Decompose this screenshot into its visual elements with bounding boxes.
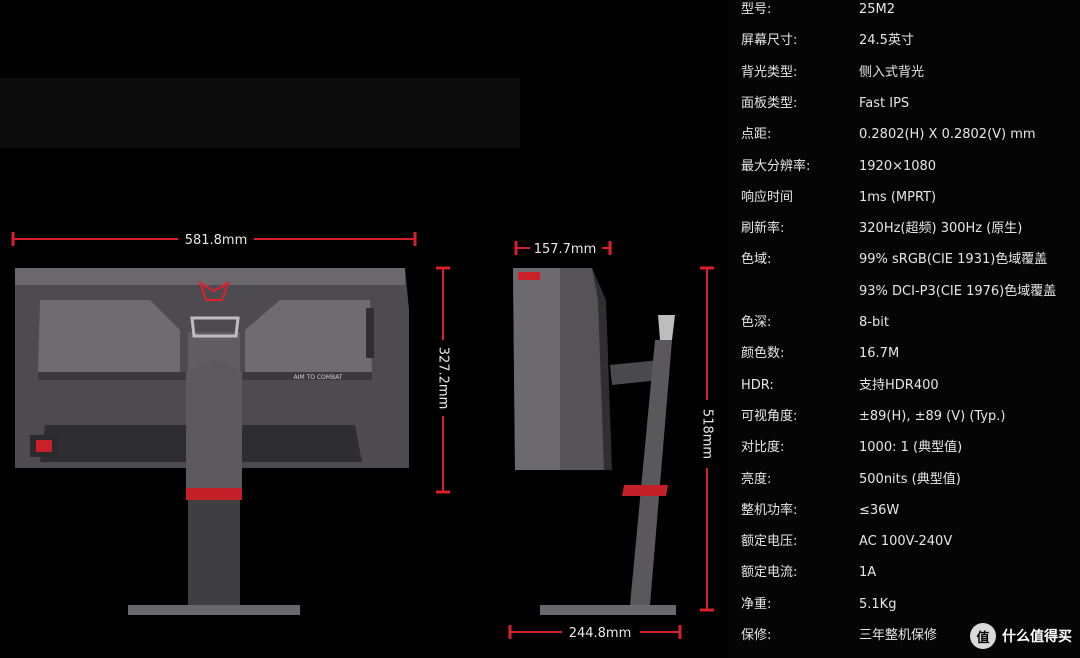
spec-key: 对比度: [741, 440, 785, 456]
depth-dimension: 157.7mm [514, 239, 612, 257]
spec-row: 对比度: 1000: 1 (典型值) [728, 438, 1080, 469]
spec-row: 响应时间 1ms (MPRT) [728, 188, 1080, 219]
spec-row: 额定电压: AC 100V-240V [728, 532, 1080, 563]
spec-value: 三年整机保修 [859, 628, 938, 643]
spec-value: 1A [859, 565, 877, 581]
spec-value: 25M2 [859, 2, 896, 17]
zhi-logo-icon: 值 [970, 623, 996, 649]
spec-key: 整机功率: [741, 502, 798, 518]
spec-value: Fast IPS [859, 95, 910, 111]
spec-row: 色深: 8-bit [728, 313, 1080, 344]
spec-row: 颜色数: 16.7M [728, 344, 1080, 375]
spec-value: 500nits (典型值) [859, 471, 961, 487]
spec-key: 型号: [741, 2, 772, 17]
spec-row: 可视角度: ±89(H), ±89 (V) (Typ.) [728, 407, 1080, 438]
spec-value: 5.1Kg [859, 596, 897, 612]
spec-row: 整机功率: ≤36W [728, 501, 1080, 532]
spec-value: AC 100V-240V [859, 534, 953, 550]
spec-key: 刷新率: [741, 221, 785, 237]
width-dimension: 581.8mm [11, 230, 417, 248]
spec-key: 可视角度: [741, 408, 798, 424]
spec-key: 响应时间 [741, 189, 794, 205]
spec-key: 色域: [741, 252, 772, 268]
spec-key: 背光类型: [741, 64, 798, 80]
spec-value: ±89(H), ±89 (V) (Typ.) [859, 408, 1006, 424]
spec-row: 刷新率: 320Hz(超频) 300Hz (原生) [728, 219, 1080, 250]
spec-value: 支持HDR400 [859, 377, 939, 393]
spec-row: 屏幕尺寸: 24.5英寸 [728, 31, 1080, 62]
spec-key: 最大分辨率: [741, 158, 811, 174]
spec-key: 额定电压: [741, 534, 798, 550]
back-panel-text: AIM TO COMBAT [294, 374, 343, 381]
spec-row: 色域: 99% sRGB(CIE 1931)色域覆盖 [728, 250, 1080, 281]
spec-key: 屏幕尺寸: [741, 33, 798, 49]
spec-key: 面板类型: [741, 95, 798, 111]
spec-row: 点距: 0.2802(H) X 0.2802(V) mm [728, 125, 1080, 156]
spec-table: 型号: 25M2 屏幕尺寸: 24.5英寸背光类型: 侧入式背光面板类型: Fast IP… [728, 0, 1080, 658]
watermark-text: 什么值得买 [1002, 629, 1072, 645]
spec-value: 93% DCI-P3(CIE 1976)色域覆盖 [859, 283, 1057, 299]
spec-value: 1920×1080 [859, 158, 937, 174]
watermark: 值 什么值得买 [970, 622, 1072, 650]
spec-row: 最大分辨率: 1920×1080 [728, 157, 1080, 188]
spec-key: 颜色数: [741, 346, 785, 362]
spec-row: 亮度: 500nits (典型值) [728, 470, 1080, 501]
spec-row: 型号: 25M2 [728, 0, 1080, 31]
spec-value: ≤36W [859, 502, 900, 518]
spec-key: 额定电流: [741, 565, 798, 581]
spec-row: 净重: 5.1Kg [728, 595, 1080, 626]
spec-row: 面板类型: Fast IPS [728, 94, 1080, 125]
max-height-label: 518mm [700, 409, 715, 459]
spec-row: HDR: 支持HDR400 [728, 376, 1080, 407]
width-label: 581.8mm [185, 233, 248, 248]
depth-label: 157.7mm [534, 242, 597, 257]
spec-key: HDR: [741, 377, 774, 393]
spec-key: 保修: [741, 628, 772, 643]
spec-row: 保修: 三年整机保修 [728, 626, 1080, 657]
spec-value: 16.7M [859, 346, 900, 362]
height-dimension: 327.2mm [434, 266, 452, 494]
spec-value: 1ms (MPRT) [859, 189, 937, 205]
spec-row: 额定电流: 1A [728, 563, 1080, 594]
spec-row: 背光类型: 侧入式背光 [728, 63, 1080, 94]
spec-value: 8-bit [859, 315, 889, 330]
spec-value: 24.5英寸 [859, 33, 914, 49]
spec-value: 320Hz(超频) 300Hz (原生) [859, 221, 1023, 237]
height-label: 327.2mm [436, 347, 451, 410]
spec-value: 侧入式背光 [859, 64, 925, 80]
spec-key: 色深: [741, 315, 772, 330]
base-depth-dimension: 244.8mm [508, 623, 682, 641]
spec-value: 0.2802(H) X 0.2802(V) mm [859, 127, 1036, 143]
monitor-back-view: AIM TO COMBAT [15, 268, 409, 615]
spec-value: 1000: 1 (典型值) [859, 440, 963, 456]
spec-key: 净重: [741, 596, 772, 612]
base-depth-label: 244.8mm [569, 626, 632, 641]
max-height-dimension: 518mm [698, 266, 716, 612]
spec-value: 99% sRGB(CIE 1931)色域覆盖 [859, 252, 1048, 268]
spec-key: 亮度: [741, 471, 772, 487]
spec-row: 93% DCI-P3(CIE 1976)色域覆盖 [728, 282, 1080, 313]
monitor-side-view [513, 268, 676, 615]
spec-key: 点距: [741, 127, 772, 143]
